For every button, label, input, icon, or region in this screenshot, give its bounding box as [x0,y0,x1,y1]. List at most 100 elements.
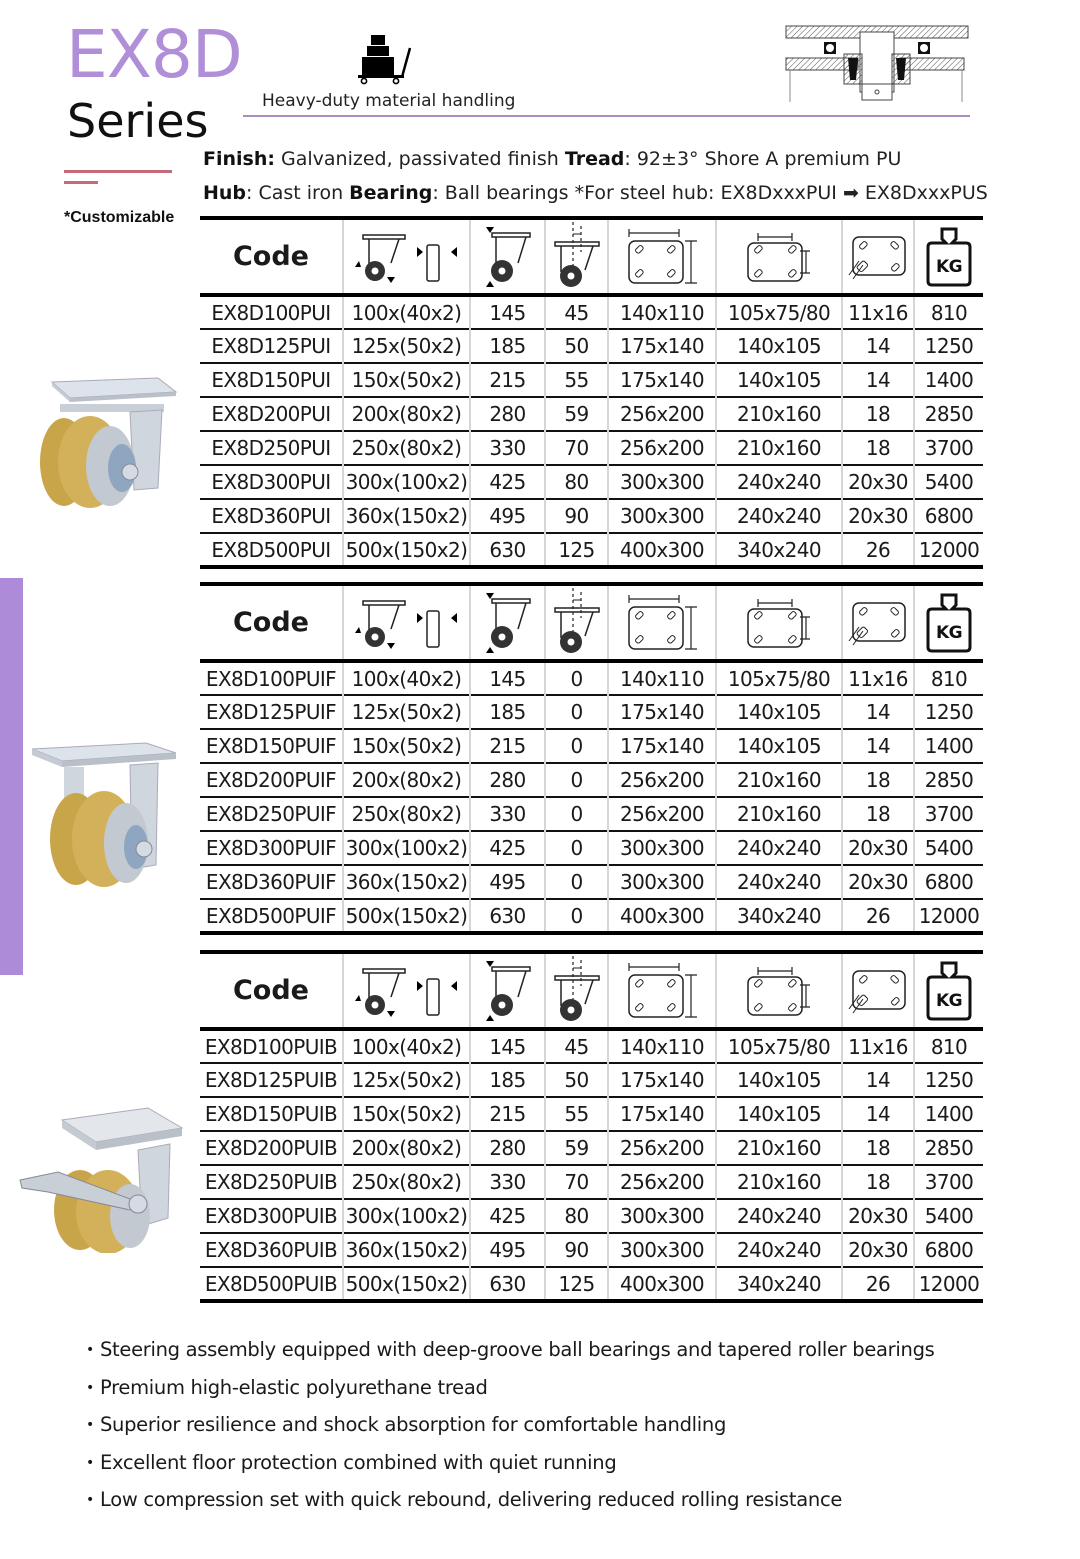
wheel-size-cell: 250x(80x2) [342,431,470,465]
offset-cell: 0 [544,763,608,797]
load-capacity-header: KG [913,584,983,661]
load-cell: 1400 [913,1097,983,1131]
code-cell: EX8D200PUIF [205,768,337,792]
offset-cell: 55 [544,1097,608,1131]
feature-list: Steering assembly equipped with deep-gro… [86,1338,935,1526]
bolt-spacing-cell: 210x160 [715,763,842,797]
bolt-hole-cell: 20x30 [841,1233,914,1267]
plate-size-cell: 175x140 [607,695,716,729]
bolt-spacing-cell: 240x240 [715,1199,842,1233]
wheel-size-cell: 500x(150x2) [342,533,470,567]
load-cell: 5400 [913,465,983,499]
bolt-hole-spacing-header [715,584,842,661]
plate-size-cell: 400x300 [607,533,716,567]
finish-tread-spec: Finish: Galvanized, passivated finish Tr… [203,148,902,170]
bolt-hole-cell: 11x16 [841,661,914,695]
code-cell: EX8D150PUIB [204,1102,338,1126]
bolt-spacing-cell: 340x240 [715,533,842,567]
wheel-size-cell: 150x(50x2) [342,363,470,397]
bolt-hole-cell: 20x30 [841,1199,914,1233]
swivel-offset-header [544,218,608,295]
wheel-size-cell: 100x(40x2) [342,661,470,695]
table-header-row: Code [200,952,983,1029]
bolt-spacing-cell: 340x240 [715,899,842,933]
bolt-spacing-cell: 140x105 [715,695,842,729]
plate-size-cell: 300x300 [607,831,716,865]
bolt-spacing-cell: 210x160 [715,1165,842,1199]
offset-cell: 125 [544,1267,608,1301]
brake-caster-table: Code [200,950,983,1303]
offset-cell: 125 [544,533,608,567]
load-cell: 810 [913,661,983,695]
feature-item: Low compression set with quick rebound, … [86,1488,935,1526]
plate-size-cell: 140x110 [607,661,716,695]
code-cell: EX8D360PUI [211,504,331,528]
swivel-offset-icon [553,221,600,288]
overall-height-icon [485,592,531,653]
bolt-hole-cell: 26 [841,1267,914,1301]
accent-divider-long [64,170,172,173]
code-cell: EX8D500PUIF [205,903,337,928]
wheel-dimension-header [342,584,470,661]
series-word-title: Series [67,94,209,148]
bolt-spacing-cell: 240x240 [715,1233,842,1267]
load-cell: 12000 [913,1267,983,1301]
code-cell: EX8D125PUIF [205,700,337,724]
bolt-spacing-cell: 140x105 [715,363,842,397]
code-cell: EX8D360PUIB [204,1238,338,1262]
bolt-spacing-cell: 210x160 [715,797,842,831]
load-capacity-kg-icon: KG [926,593,972,652]
feature-item: Superior resilience and shock absorption… [86,1413,935,1451]
swivel-offset-icon [553,587,600,654]
wheel-size-cell: 125x(50x2) [342,329,470,363]
load-capacity-header: KG [913,218,983,295]
offset-cell: 45 [544,1029,608,1063]
bolt-hole-cell: 20x30 [841,831,914,865]
wheel-dimension-header [342,952,470,1029]
offset-cell: 0 [544,695,608,729]
load-cell: 1250 [913,1063,983,1097]
accent-divider-short [64,181,98,184]
rigid-caster-image [31,742,177,887]
load-cell: 5400 [913,1199,983,1233]
height-cell: 215 [469,363,545,397]
bolt-hole-cell: 14 [841,695,914,729]
overall-height-header [469,952,545,1029]
load-cell: 3700 [913,1165,983,1199]
bolt-spacing-cell: 210x160 [715,1131,842,1165]
bolt-spacing-cell: 140x105 [715,729,842,763]
plate-size-header [607,952,716,1029]
plate-size-cell: 140x110 [607,1029,716,1063]
load-cell: 12000 [913,899,983,933]
plate-size-cell: 256x200 [607,1131,716,1165]
wheel-dimension-icon [354,967,457,1017]
wheel-size-cell: 150x(50x2) [342,1097,470,1131]
offset-cell: 0 [544,865,608,899]
bolt-hole-size-icon [848,601,906,645]
offset-cell: 50 [544,1063,608,1097]
plate-size-cell: 175x140 [607,1063,716,1097]
code-column-header: Code [232,975,309,1006]
bolt-hole-cell: 20x30 [841,499,914,533]
wheel-size-cell: 300x(100x2) [342,465,470,499]
offset-cell: 0 [544,899,608,933]
offset-cell: 59 [544,397,608,431]
height-cell: 495 [469,499,545,533]
code-cell: EX8D125PUI [211,334,331,358]
code-cell: EX8D300PUI [211,470,331,494]
height-cell: 185 [469,695,545,729]
height-cell: 145 [469,661,545,695]
height-cell: 425 [469,465,545,499]
swivel-caster-table: Code [200,216,983,569]
offset-cell: 0 [544,661,608,695]
